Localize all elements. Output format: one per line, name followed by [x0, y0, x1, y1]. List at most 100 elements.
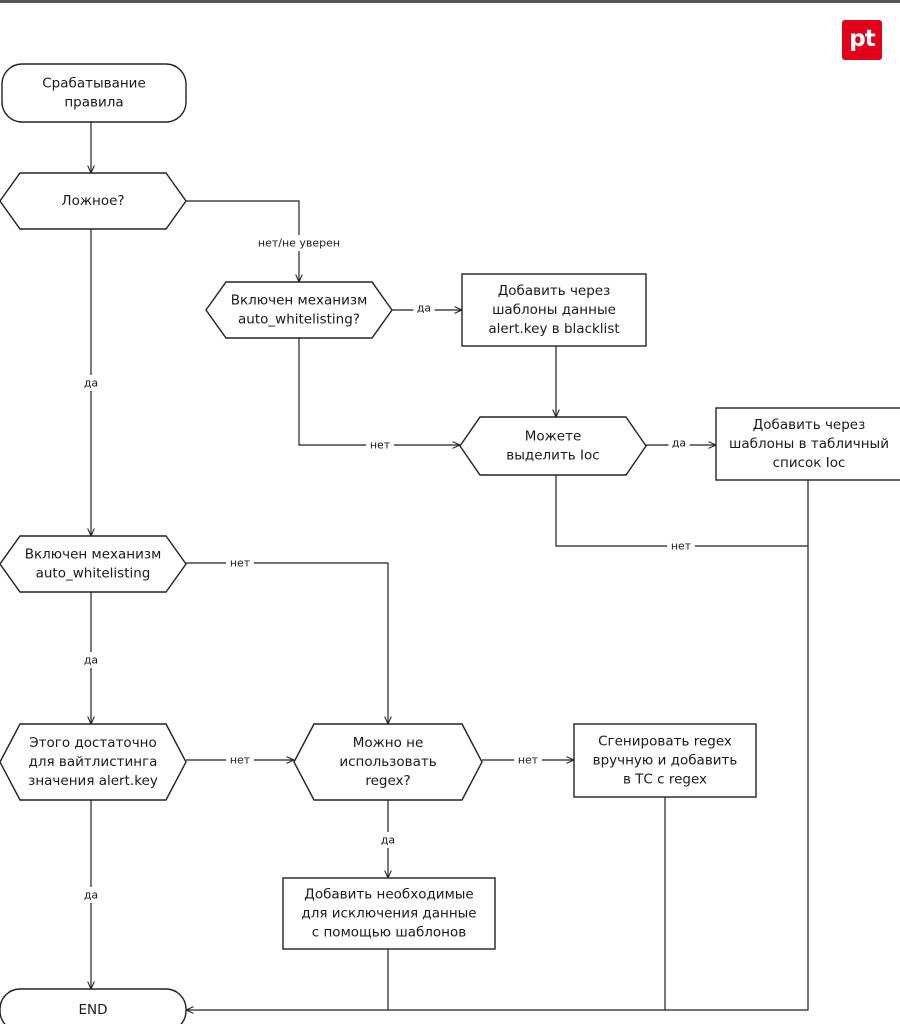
edge-false-no-to-aw1 — [186, 200, 299, 282]
edge-label-false-yes: да — [80, 375, 102, 391]
node-text: значения alert.key — [28, 773, 158, 789]
node-add-blacklist: Добавить через шаблоны данные alert.key в … — [461, 273, 647, 347]
node-shape — [461, 273, 647, 347]
node-text: END — [78, 1002, 107, 1018]
node-shape — [0, 535, 187, 593]
node-text: Добавить через — [753, 417, 866, 433]
top-border — [0, 0, 900, 3]
edge-label-text: да — [84, 889, 98, 902]
edge-label-regex-yes: да — [377, 832, 399, 848]
edge-label-text: нет — [370, 439, 391, 452]
node-text: Этого достаточно — [29, 735, 157, 751]
node-text: Можно не — [353, 735, 424, 751]
node-text: auto_whitelisting? — [238, 312, 360, 328]
node-aw2-q: Включен механизм auto_whitelisting — [0, 535, 187, 593]
edge-label-ioc-no: нет — [667, 538, 695, 554]
node-shape — [282, 877, 496, 950]
edge-label-aw2-yes: да — [80, 652, 102, 668]
node-add-needed: Добавить необходимые для исключения данны… — [282, 877, 496, 950]
edge-label-bg — [226, 555, 254, 571]
node-aw1-q: Включен механизм auto_whitelisting? — [205, 281, 393, 339]
edge-label-enough-yes: да — [80, 887, 102, 903]
edge-label-text: нет/не уверен — [258, 237, 340, 250]
node-text: Ложное? — [61, 193, 124, 209]
node-shape — [573, 723, 757, 798]
node-text: в ТС с regex — [623, 772, 707, 788]
node-text: Добавить необходимые — [304, 887, 473, 903]
node-gen-regex: Сгенировать regex вручную и добавить в ТС … — [573, 723, 757, 798]
node-shape — [459, 416, 647, 476]
edge-label-bg — [668, 435, 690, 451]
edge-label-text: да — [84, 654, 98, 667]
edge-label-text: да — [417, 302, 431, 315]
edges — [91, 122, 809, 1010]
pt-logo: pt — [842, 20, 882, 60]
edge-label-aw1-yes: да — [413, 300, 435, 316]
edge-label-text: да — [381, 834, 395, 847]
edge-addioc-to-end — [186, 480, 809, 1010]
node-text: использовать — [339, 754, 436, 770]
node-text: Включен механизм — [231, 293, 368, 309]
node-text: Добавить через — [498, 283, 611, 299]
edge-label-bg — [252, 235, 346, 251]
edge-label-bg — [514, 752, 542, 768]
edge-label-aw2-no: нет — [226, 555, 254, 571]
node-text: Сгенировать regex — [598, 734, 732, 750]
node-text: выделить Ioc — [506, 448, 599, 464]
node-text: auto_whitelisting — [36, 566, 151, 582]
node-shape — [293, 723, 483, 801]
node-text: для вайтлистинга — [29, 754, 158, 770]
node-text: Срабатывание — [42, 76, 146, 92]
node-text: regex? — [365, 773, 410, 789]
node-start: Срабатывание правила — [1, 63, 187, 123]
node-end: END — [0, 988, 187, 1024]
edge-label-bg — [80, 375, 102, 391]
edge-label-text: да — [84, 377, 98, 390]
edge-label-text: нет — [230, 754, 251, 767]
node-text: Можете — [525, 429, 582, 445]
edge-aw1-no-to-ioc — [298, 338, 460, 445]
edge-label-false-no: нет/не уверен — [252, 235, 346, 251]
node-shape — [0, 172, 187, 230]
node-text: alert.key в blacklist — [488, 321, 619, 337]
node-shape — [715, 407, 900, 481]
edge-label-bg — [377, 832, 399, 848]
node-text: для исключения данные — [301, 906, 476, 922]
node-text: Включен механизм — [25, 547, 162, 563]
node-add-ioc: Добавить через шаблоны в табличный список … — [715, 407, 900, 481]
node-ioc-q: Можете выделить Ioc — [459, 416, 647, 476]
edge-label-text: да — [672, 437, 686, 450]
edge-label-bg — [667, 538, 695, 554]
pt-logo-text: pt — [849, 26, 875, 52]
edge-label-bg — [80, 652, 102, 668]
edge-label-bg — [366, 437, 394, 453]
edge-label-text: нет — [518, 754, 539, 767]
edge-label-enough-no: нет — [226, 752, 254, 768]
node-text: шаблоны данные — [492, 302, 616, 318]
node-text: список Ioc — [773, 455, 846, 471]
node-shape — [205, 281, 393, 339]
node-false-q: Ложное? — [0, 172, 187, 230]
node-shape — [0, 988, 187, 1024]
node-enough-q: Этого достаточно для вайтлистинга значения… — [0, 723, 187, 801]
edge-label-aw1-no: нет — [366, 437, 394, 453]
node-text: с помощью шаблонов — [312, 925, 466, 941]
edge-label-ioc-yes: да — [668, 435, 690, 451]
edge-labels: нет/не уверен да да нет да нет нет да нет да нет да — [80, 235, 695, 903]
node-text: шаблоны в табличный — [729, 436, 889, 452]
edge-aw2-no-to-regex — [186, 562, 388, 724]
node-text: правила — [64, 95, 123, 111]
edge-ioc-no-join — [555, 475, 808, 547]
edge-label-regex-no: нет — [514, 752, 542, 768]
edge-label-text: нет — [230, 557, 251, 570]
edge-label-text: нет — [671, 540, 692, 553]
node-shape — [1, 63, 187, 123]
node-shape — [0, 723, 187, 801]
node-text: вручную и добавить — [593, 753, 738, 769]
edge-label-bg — [413, 300, 435, 316]
edge-label-bg — [226, 752, 254, 768]
node-regex-q: Можно не использовать regex? — [293, 723, 483, 801]
edge-label-bg — [80, 887, 102, 903]
